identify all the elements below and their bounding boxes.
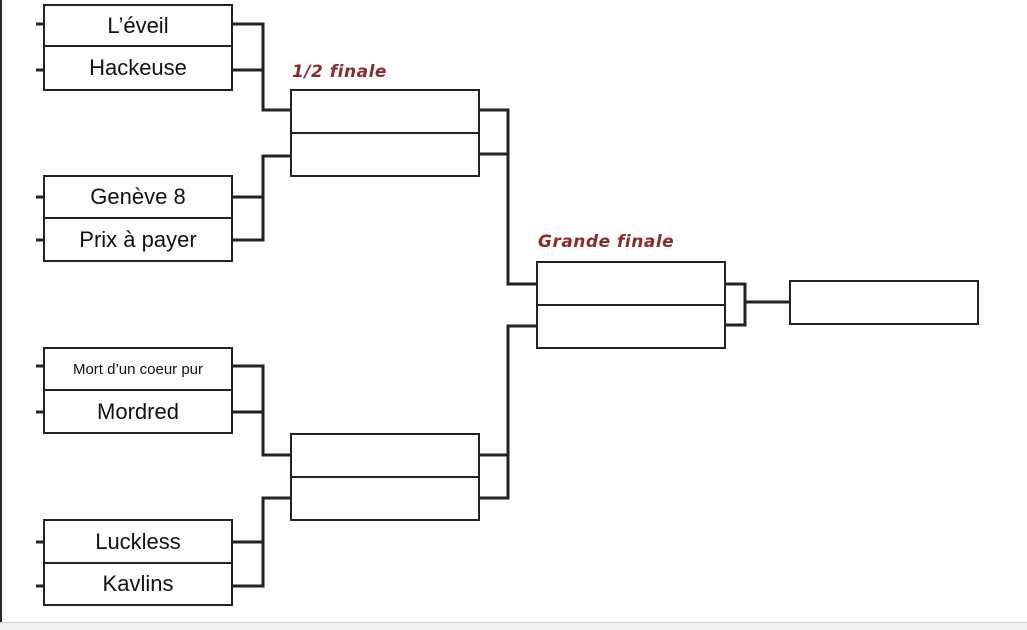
bottom-border: [0, 622, 1027, 630]
connector-qf4-to-sf: [261, 496, 290, 564]
qf-slot: Kavlins: [43, 562, 233, 606]
sf-slot: [290, 476, 480, 521]
connector-qf3-to-sf: [261, 389, 290, 457]
entrant-name: Mort d’un coeur pur: [72, 360, 204, 378]
gf-slot: [536, 304, 726, 349]
connector-qf2-to-sf: [261, 154, 290, 218]
sf-slot: [290, 433, 480, 478]
connector-sf2: [480, 453, 510, 500]
entrant-name: Hackeuse: [89, 55, 187, 80]
qf-slot: Prix à payer: [43, 217, 233, 262]
qf-slot: Hackeuse: [43, 45, 233, 91]
qf-slot: Mort d’un coeur pur: [43, 347, 233, 391]
entrant-name: Prix à payer: [79, 226, 197, 252]
gf-slot: [536, 261, 726, 306]
connector-gf: [725, 282, 747, 327]
connector-qf4: [233, 540, 265, 588]
grand-final-label: Grande finale: [538, 232, 675, 252]
connector-qf3: [233, 364, 265, 414]
entrant-name: L’éveil: [107, 12, 169, 38]
qf-slot: Luckless: [43, 519, 233, 564]
entrant-name: Genève 8: [90, 184, 186, 209]
connector-sf1-to-gf: [506, 132, 536, 286]
qf-slot: L’éveil: [43, 4, 233, 47]
qf-slot: Genève 8: [43, 175, 233, 219]
qf-slot: Mordred: [43, 389, 233, 434]
sf-slot: [290, 89, 480, 134]
connector-sf1: [480, 108, 510, 156]
connector-qf2: [233, 195, 265, 242]
sf-slot: [290, 132, 480, 177]
entrant-name: Kavlins: [102, 571, 174, 596]
winner-slot: [789, 280, 979, 325]
connector-qf1: [233, 22, 265, 72]
left-border: [0, 0, 2, 629]
connector-qf1-to-sf: [261, 47, 290, 112]
semi-final-label: 1/2 finale: [292, 62, 387, 82]
entrant-name: Luckless: [95, 528, 181, 554]
entrant-name: Mordred: [97, 398, 179, 424]
connector-sf2-to-gf: [506, 324, 536, 476]
